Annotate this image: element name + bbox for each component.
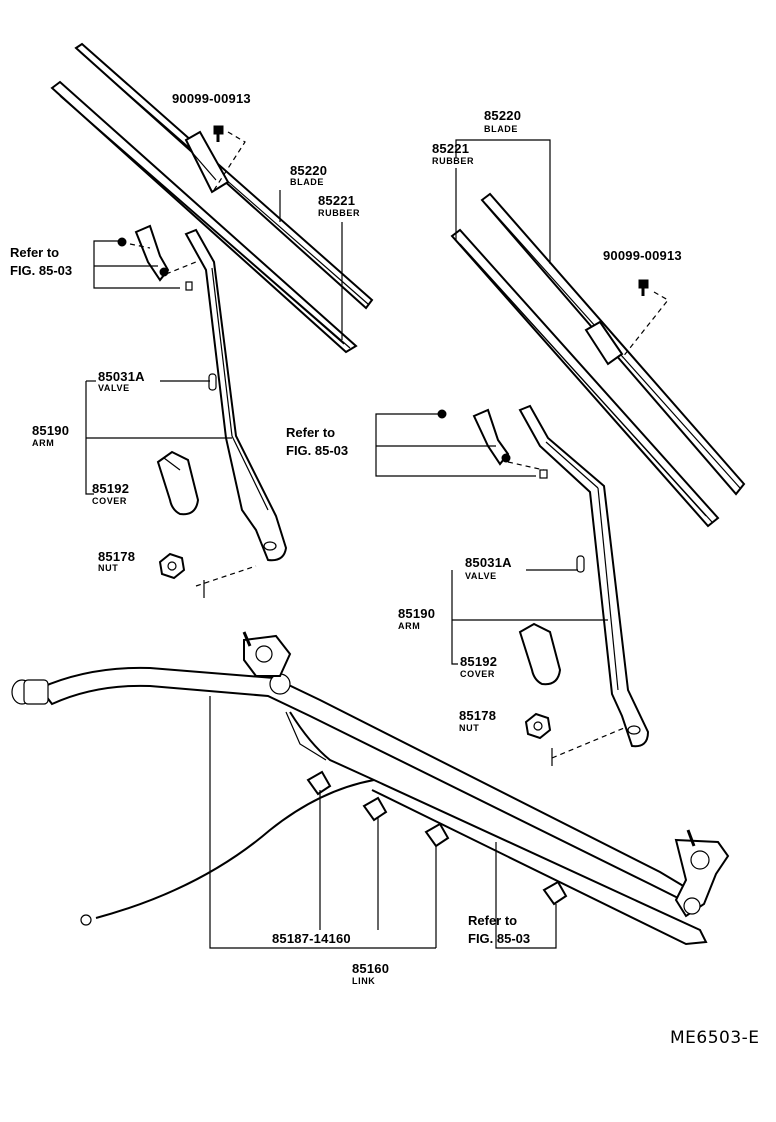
- arm-right-name: ARM: [398, 621, 421, 631]
- hose-clips: [306, 770, 568, 906]
- right-arm-cover: [518, 622, 562, 686]
- drawing-code-label: ME6503-E: [670, 1028, 760, 1048]
- refer-to-fig-middle: Refer to FIG. 85-03: [286, 425, 349, 458]
- valve-left-part-number: 85031A: [98, 369, 145, 384]
- left-wiper-blade: [74, 42, 374, 310]
- nut-right-part-number: 85178: [459, 708, 497, 723]
- rubber-right-name: RUBBER: [432, 156, 475, 166]
- rubber-left-name: RUBBER: [318, 208, 361, 218]
- bolt-left-part-number: 90099-00913: [172, 91, 251, 106]
- arm-left-name: ARM: [32, 438, 55, 448]
- right-wiper-rubber: [450, 228, 720, 528]
- left-valve: [208, 373, 217, 391]
- right-wiper-blade: [480, 192, 746, 496]
- right-wiper-arm: [518, 404, 650, 748]
- bolt-right-part-number: 90099-00913: [603, 248, 682, 263]
- arm-right-part-number: 85190: [398, 606, 436, 621]
- leader-lines: [85, 139, 608, 949]
- left-wiper-arm: [184, 228, 288, 562]
- refer-to-fig-left: Refer to FIG. 85-03: [10, 245, 73, 278]
- right-valve: [576, 555, 585, 573]
- valve-right-part-number: 85031A: [465, 555, 512, 570]
- nut-right-name: NUT: [459, 723, 480, 733]
- left-nut: [158, 552, 186, 580]
- left-arm-cover: [156, 450, 200, 516]
- washer-hose: [80, 711, 708, 946]
- nut-left-part-number: 85178: [98, 549, 136, 564]
- left-wiper-rubber: [50, 80, 358, 354]
- blade-left-name: BLADE: [290, 177, 324, 187]
- blade-right-name: BLADE: [484, 124, 518, 134]
- clip-part-number: 85187-14160: [272, 931, 351, 946]
- right-nut: [524, 712, 552, 740]
- cover-left-part-number: 85192: [92, 481, 130, 496]
- nut-left-name: NUT: [98, 563, 119, 573]
- left-arm-bracket: [117, 224, 193, 291]
- right-blade-bolt: [638, 279, 649, 296]
- arm-left-part-number: 85190: [32, 423, 70, 438]
- left-blade-bolt: [213, 125, 224, 142]
- rubber-left-part-number: 85221: [318, 193, 356, 208]
- blade-right-part-number: 85220: [484, 108, 522, 123]
- valve-right-name: VALVE: [465, 571, 497, 581]
- cover-left-name: COVER: [92, 496, 128, 506]
- rubber-right-part-number: 85221: [432, 141, 470, 156]
- cover-right-part-number: 85192: [460, 654, 498, 669]
- valve-left-name: VALVE: [98, 383, 130, 393]
- refer-to-fig-bottom: Refer to FIG. 85-03: [468, 913, 531, 946]
- blade-left-part-number: 85220: [290, 163, 328, 178]
- link-name: LINK: [352, 976, 376, 986]
- link-part-number: 85160: [352, 961, 390, 976]
- wiper-link-assembly: [11, 631, 730, 918]
- cover-right-name: COVER: [460, 669, 496, 679]
